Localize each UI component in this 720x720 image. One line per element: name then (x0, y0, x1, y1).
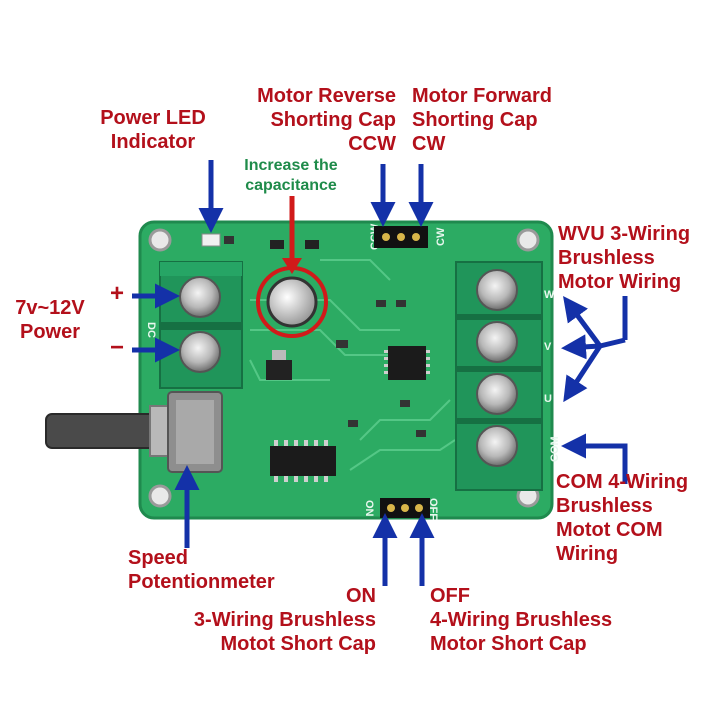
com-line-4: Wiring (556, 543, 619, 565)
power-led (201, 233, 221, 247)
potentiometer-icon (45, 391, 223, 473)
wvu-line-2: Brushless (558, 247, 655, 269)
power-led-line-1: Power LED (100, 107, 206, 129)
silk-v: V (544, 341, 552, 353)
mounting-hole (148, 484, 172, 508)
power-led-line-2: Indicator (110, 131, 196, 153)
power-line-2: Power (19, 321, 81, 343)
com-label: COM 4-Wiring Brushless Motot COM Wiring (556, 470, 716, 566)
bottom-jumper-header (380, 498, 430, 518)
top-jumper-header (374, 226, 428, 248)
transistor (266, 360, 292, 380)
wvu-line-3: Motor Wiring (558, 271, 682, 293)
motor-terminal-block (455, 261, 543, 491)
on-line-3: Motot Short Cap (220, 633, 376, 655)
screw-terminal-icon (179, 331, 221, 373)
off-line-1: OFF (430, 585, 470, 607)
off-line-3: Motor Short Cap (430, 633, 587, 655)
motor-reverse-line-3: CCW (348, 133, 396, 155)
off-line-2: 4-Wiring Brushless (430, 609, 613, 631)
screw-terminal-icon (179, 276, 221, 318)
logic-chip (270, 440, 336, 482)
arrow-icon (132, 160, 628, 586)
arrow-icon (561, 295, 603, 403)
motor-forward-label: Motor Forward Shorting Cap CW (412, 84, 592, 156)
speed-label: Speed Potentionmeter (128, 546, 308, 594)
mounting-hole (516, 228, 540, 252)
power-label: 7v~12V Power (2, 296, 98, 344)
mounting-hole (148, 228, 172, 252)
capacitance-line-1: Increase the (244, 157, 338, 174)
power-led-label: Power LED Indicator (88, 106, 218, 154)
silk-cw: CW (435, 227, 447, 246)
motor-reverse-label: Motor Reverse Shorting Cap CCW (232, 84, 396, 156)
com-line-1: COM 4-Wiring (556, 471, 689, 493)
on-line-1: ON (346, 585, 376, 607)
motor-reverse-line-2: Shorting Cap (270, 109, 396, 131)
driver-chip (384, 346, 430, 380)
silk-dc: DC (145, 322, 157, 338)
motor-forward-line-3: CW (412, 133, 446, 155)
screw-terminal-icon (476, 269, 518, 311)
screw-terminal-icon (476, 373, 518, 415)
capacitance-note: Increase the capacitance (222, 156, 360, 196)
motor-reverse-line-1: Motor Reverse (257, 85, 396, 107)
com-line-3: Motot COM (556, 519, 663, 541)
speed-line-1: Speed (128, 547, 189, 569)
silk-u: U (544, 393, 552, 405)
screw-terminal-icon (476, 321, 518, 363)
minus-sign: − (110, 334, 125, 361)
off-label: OFF 4-Wiring Brushless Motor Short Cap (430, 584, 650, 656)
on-label: ON 3-Wiring Brushless Motot Short Cap (170, 584, 376, 656)
power-line-1: 7v~12V (15, 297, 85, 319)
motor-forward-line-1: Motor Forward (412, 85, 552, 107)
silk-w: W (544, 289, 555, 301)
motor-forward-line-2: Shorting Cap (412, 109, 538, 131)
power-terminal-block (159, 261, 243, 389)
capacitor-icon (266, 276, 318, 328)
capacitance-line-2: capacitance (245, 177, 337, 194)
com-line-2: Brushless (556, 495, 653, 517)
wvu-label: WVU 3-Wiring Brushless Motor Wiring (558, 222, 718, 294)
chip-icon (270, 446, 336, 476)
screw-terminal-icon (476, 425, 518, 467)
wvu-line-1: WVU 3-Wiring (558, 223, 691, 245)
on-line-2: 3-Wiring Brushless (193, 609, 376, 631)
motor-wiring-lines (599, 296, 628, 349)
silk-com: COM (549, 436, 561, 462)
plus-sign: + (110, 280, 125, 307)
silk-on: ON (363, 500, 375, 517)
speed-line-2: Potentionmeter (128, 571, 275, 593)
pcb-traces (249, 259, 456, 471)
chip-icon (388, 346, 426, 380)
